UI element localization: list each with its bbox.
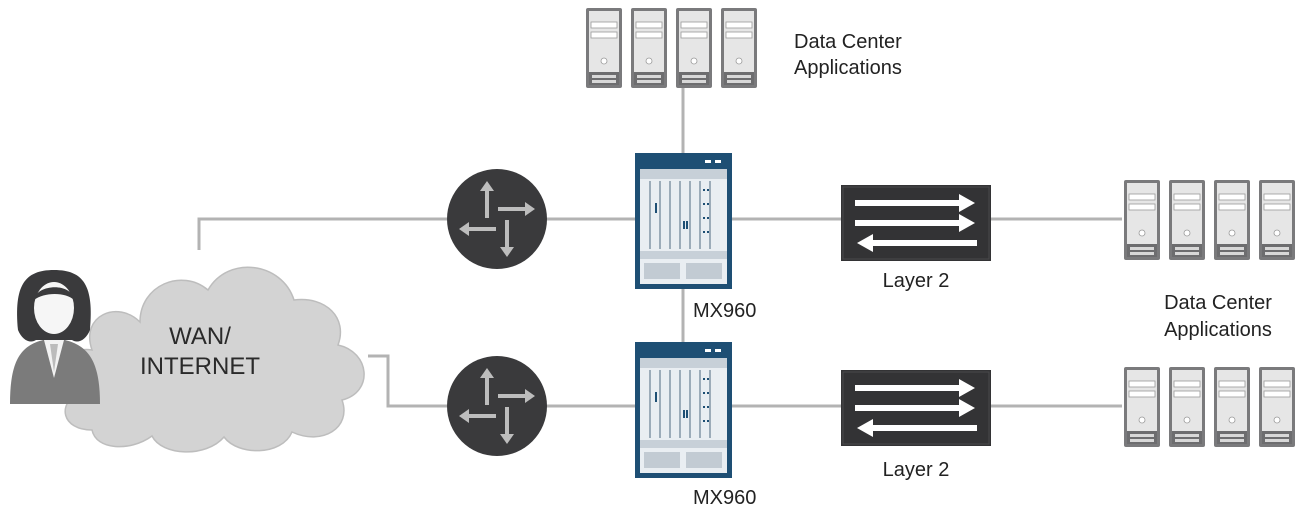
dc-right-label-line2: Applications xyxy=(1164,319,1272,341)
mx960-top xyxy=(634,152,733,290)
connection-lines xyxy=(197,85,1122,408)
server-icon xyxy=(1124,180,1295,260)
layer2-switch-icon xyxy=(840,184,992,262)
layer2-bottom-label: Layer 2 xyxy=(882,459,950,481)
layer2-top-label: Layer 2 xyxy=(882,270,950,292)
layer2-switch-top xyxy=(840,184,992,262)
cloud-label-line1: WAN/ xyxy=(169,323,231,350)
router-bottom xyxy=(447,356,547,456)
server-bank-top xyxy=(586,8,757,88)
mx960-top-label: MX960 xyxy=(693,300,757,322)
dc-top-label-line1: Data Center xyxy=(794,31,902,53)
server-icon xyxy=(1124,367,1295,447)
cloud-label-line2: INTERNET xyxy=(140,353,260,380)
dc-top-label-line2: Applications xyxy=(794,57,902,79)
server-icon xyxy=(586,8,757,88)
router-icon xyxy=(447,169,547,269)
mx960-bottom-label: MX960 xyxy=(693,487,757,509)
dc-right-label-line1: Data Center xyxy=(1164,292,1272,314)
layer2-switch-icon xyxy=(840,369,992,447)
router-top xyxy=(447,169,547,269)
mx960-bottom xyxy=(634,341,733,479)
router-icon xyxy=(447,356,547,456)
server-bank-right-top xyxy=(1124,180,1295,260)
mx960-chassis-icon xyxy=(634,341,733,479)
mx960-chassis-icon xyxy=(634,152,733,290)
server-bank-right-bottom xyxy=(1124,367,1295,447)
layer2-switch-bottom xyxy=(840,369,992,447)
user-avatar-icon xyxy=(10,270,100,404)
